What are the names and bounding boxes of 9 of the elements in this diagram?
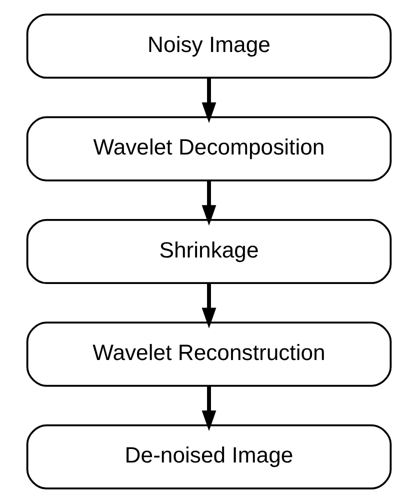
arrow [202,386,216,432]
arrow [202,180,216,226]
arrow [202,283,216,328]
node-box: Wavelet Reconstruction [26,322,392,387]
node-box: De-noised Image [26,424,392,490]
node-box: Shrinkage [26,218,392,284]
node-box: Noisy Image [26,14,392,79]
node-box: Wavelet Decomposition [26,116,392,182]
arrow [202,78,216,123]
